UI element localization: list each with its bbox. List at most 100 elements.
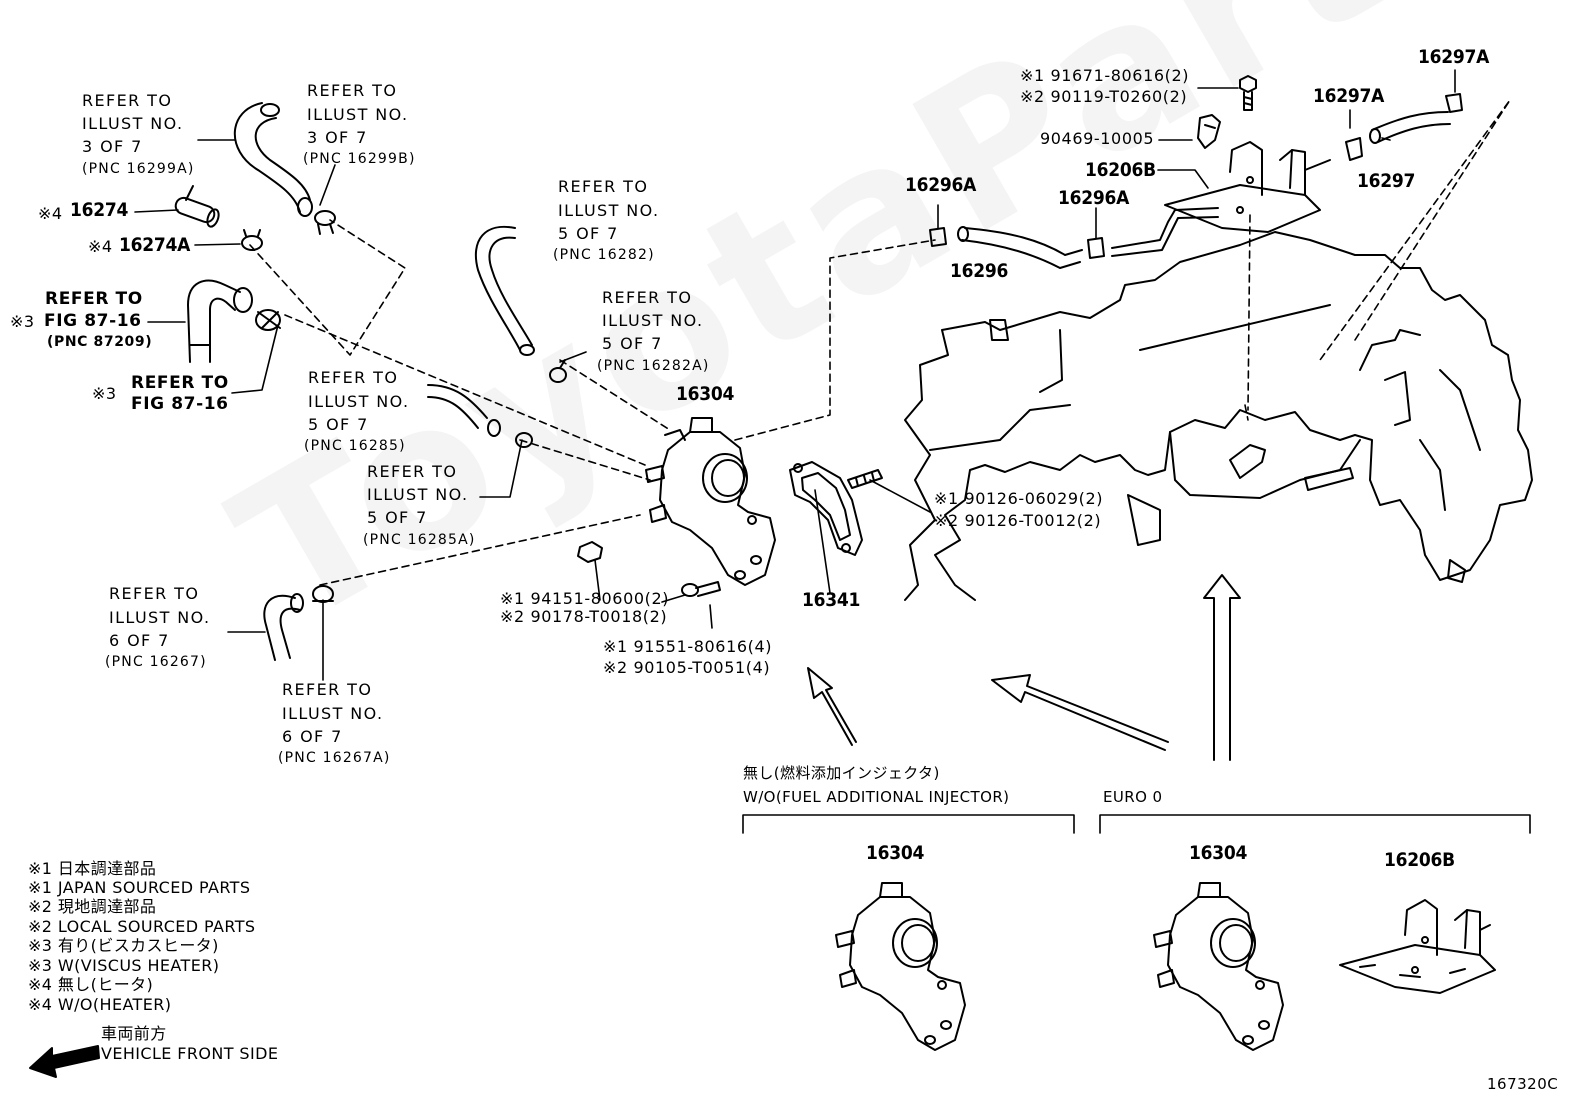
arrows bbox=[29, 574, 1241, 1078]
mark-4-a: ※4 bbox=[38, 204, 63, 223]
part-16206B: 16206B bbox=[1085, 159, 1156, 181]
clamp-16296A-right bbox=[1087, 237, 1105, 259]
section-brackets bbox=[742, 814, 1531, 834]
clamp-16267A bbox=[312, 585, 334, 603]
diagram-id: 167320C bbox=[1487, 1075, 1559, 1093]
sec1-part-16304: 16304 bbox=[866, 842, 925, 864]
ref-16285A-pnc: (PNC 16285A) bbox=[363, 532, 476, 548]
sec1-water-inlet bbox=[835, 882, 966, 1051]
ref-16285-line3: 5 OF 7 bbox=[308, 415, 369, 434]
ref-16267-line2: ILLUST NO. bbox=[109, 608, 211, 627]
ref-16285-line1: REFER TO bbox=[308, 368, 399, 387]
hose-16267 bbox=[263, 593, 304, 661]
mark-4-b: ※4 bbox=[88, 237, 113, 256]
ref-fig-87-16b-line2: FIG 87-16 bbox=[131, 394, 229, 414]
ref-16299A-pnc: (PNC 16299A) bbox=[82, 161, 195, 177]
legend-line-1: ※1 日本調達部品 bbox=[28, 859, 157, 878]
part-16274A: 16274A bbox=[119, 234, 191, 256]
leader-lines bbox=[134, 69, 1456, 681]
leader-lines-dashed bbox=[249, 99, 1511, 586]
clip-90469 bbox=[1197, 114, 1221, 149]
clamp-16299B bbox=[314, 210, 336, 235]
hose-16274 bbox=[174, 185, 220, 228]
clamp-viscus bbox=[255, 309, 281, 331]
ref-16299B-line1: REFER TO bbox=[307, 81, 398, 100]
mark-3-a: ※3 bbox=[10, 312, 35, 331]
hose-16285 bbox=[427, 384, 501, 437]
legend-line-7: ※4 無し(ヒータ) bbox=[28, 975, 154, 994]
part-16341: 16341 bbox=[802, 589, 861, 611]
ref-16267A-line3: 6 OF 7 bbox=[282, 727, 343, 746]
part-16297: 16297 bbox=[1357, 170, 1416, 192]
ref-16299A-line3: 3 OF 7 bbox=[82, 137, 143, 156]
ref-16282-line1: REFER TO bbox=[558, 177, 649, 196]
ref-fig-87-16b-line1: REFER TO bbox=[131, 373, 229, 393]
clamp-16274A bbox=[241, 229, 263, 251]
gasket-16341 bbox=[789, 461, 863, 556]
engine-block bbox=[904, 231, 1533, 601]
sec2-part-16206B: 16206B bbox=[1384, 849, 1455, 871]
bolt-91551 bbox=[681, 581, 721, 597]
part-16274: 16274 bbox=[70, 199, 129, 221]
ref-fig-87-16-pnc: (PNC 87209) bbox=[47, 334, 153, 350]
fastener-94151-line2: ※2 90178-T0018(2) bbox=[500, 607, 668, 626]
clamp-16282A bbox=[549, 359, 567, 383]
ref-16285A-line2: ILLUST NO. bbox=[367, 485, 469, 504]
legend-line-2: ※1 JAPAN SOURCED PARTS bbox=[28, 878, 251, 897]
fastener-91671-line2: ※2 90119-T0260(2) bbox=[1020, 87, 1188, 106]
vehicle-front-jp: 車両前方 bbox=[101, 1024, 167, 1043]
ref-16285A-line3: 5 OF 7 bbox=[367, 508, 428, 527]
fastener-90469: 90469-10005 bbox=[1040, 129, 1155, 148]
hose-16299A bbox=[233, 102, 313, 217]
hose-16296 bbox=[957, 226, 1083, 269]
sec2-part-16304: 16304 bbox=[1189, 842, 1248, 864]
part-16296A-right: 16296A bbox=[1058, 187, 1130, 209]
hose-16282 bbox=[474, 225, 535, 356]
sec2-water-inlet bbox=[1153, 882, 1284, 1051]
ref-16299A-line2: ILLUST NO. bbox=[82, 114, 184, 133]
water-inlet-16304 bbox=[645, 417, 776, 586]
part-16304: 16304 bbox=[676, 383, 735, 405]
ref-16267-line3: 6 OF 7 bbox=[109, 631, 170, 650]
stud-bolt bbox=[847, 469, 883, 489]
ref-16267-line1: REFER TO bbox=[109, 584, 200, 603]
section-wo-injector-jp: 無し(燃料添加インジェクタ) bbox=[743, 764, 940, 782]
part-16297A-top: 16297A bbox=[1418, 46, 1490, 68]
ref-16285-line2: ILLUST NO. bbox=[308, 392, 410, 411]
section-wo-injector-en: W/O(FUEL ADDITIONAL INJECTOR) bbox=[743, 788, 1010, 806]
ref-16282A-pnc: (PNC 16282A) bbox=[597, 358, 710, 374]
ref-16282A-line1: REFER TO bbox=[602, 288, 693, 307]
clamp-16297A-left bbox=[1345, 137, 1363, 161]
nut-94151 bbox=[577, 541, 603, 563]
ref-16285-pnc: (PNC 16285) bbox=[304, 438, 406, 454]
fastener-91551-line2: ※2 90105-T0051(4) bbox=[603, 658, 771, 677]
clamp-16285A bbox=[515, 432, 533, 448]
sec2-bracket bbox=[1339, 899, 1496, 994]
mark-3-b: ※3 bbox=[92, 384, 117, 403]
legend-line-5: ※3 有り(ビスカスヒータ) bbox=[28, 936, 219, 955]
ref-fig-87-16-line1: REFER TO bbox=[45, 289, 143, 309]
ref-16282-line2: ILLUST NO. bbox=[558, 201, 660, 220]
ref-16267A-line1: REFER TO bbox=[282, 680, 373, 699]
pipe-bracket-16206B bbox=[1111, 141, 1331, 257]
ref-16282A-line3: 5 OF 7 bbox=[602, 334, 663, 353]
clamp-16296A-left bbox=[929, 227, 947, 247]
ref-16299B-line2: ILLUST NO. bbox=[307, 105, 409, 124]
fastener-91551-line1: ※1 91551-80616(4) bbox=[603, 637, 773, 656]
legend-line-4: ※2 LOCAL SOURCED PARTS bbox=[28, 917, 256, 936]
section-euro0: EURO 0 bbox=[1103, 788, 1163, 806]
vehicle-front-en: VEHICLE FRONT SIDE bbox=[101, 1044, 279, 1063]
ref-16299A-line1: REFER TO bbox=[82, 91, 173, 110]
hose-16297 bbox=[1369, 111, 1451, 144]
bolt-91671 bbox=[1239, 75, 1257, 111]
ref-16299B-pnc: (PNC 16299B) bbox=[303, 151, 416, 167]
ref-16282-line3: 5 OF 7 bbox=[558, 224, 619, 243]
ref-16267A-pnc: (PNC 16267A) bbox=[278, 750, 391, 766]
part-16296: 16296 bbox=[950, 260, 1009, 282]
ref-16285A-line1: REFER TO bbox=[367, 462, 458, 481]
ref-16282-pnc: (PNC 16282) bbox=[553, 247, 655, 263]
fastener-90126-line2: ※2 90126-T0012(2) bbox=[934, 511, 1102, 530]
clamp-16297A-right bbox=[1445, 93, 1463, 113]
